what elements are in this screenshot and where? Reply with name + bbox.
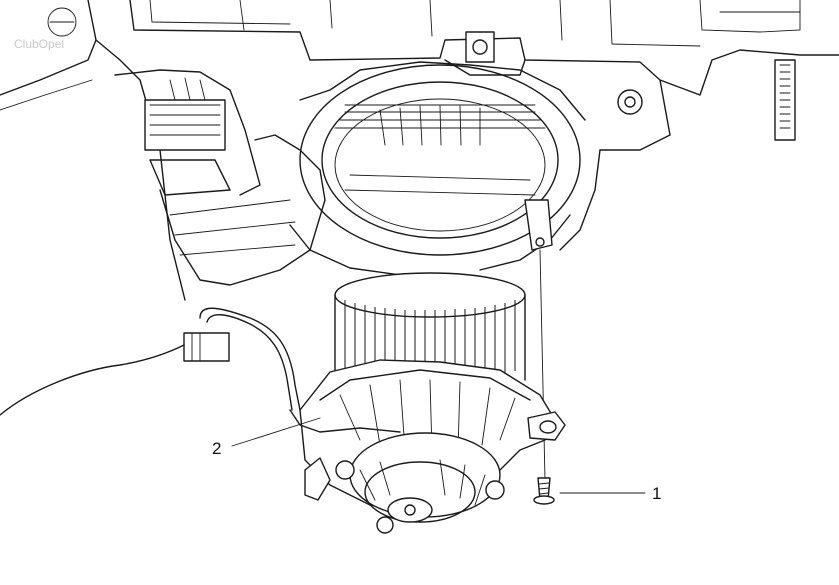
electrical-connector	[183, 332, 230, 362]
callout-label-2: 2	[212, 439, 221, 458]
watermark-logo: ClubOpel	[14, 7, 77, 51]
callout-label-1: 1	[652, 484, 661, 503]
screw-assembly	[533, 249, 555, 505]
hvac-housing	[0, 0, 839, 301]
blower-motor-assembly	[299, 272, 566, 534]
fan-blades	[344, 300, 516, 385]
left-module	[114, 69, 326, 286]
leader-line-2	[231, 417, 321, 447]
watermark-text: ClubOpel	[14, 37, 64, 51]
blower-housing-opening	[289, 61, 586, 276]
wiring-harness	[0, 307, 401, 433]
